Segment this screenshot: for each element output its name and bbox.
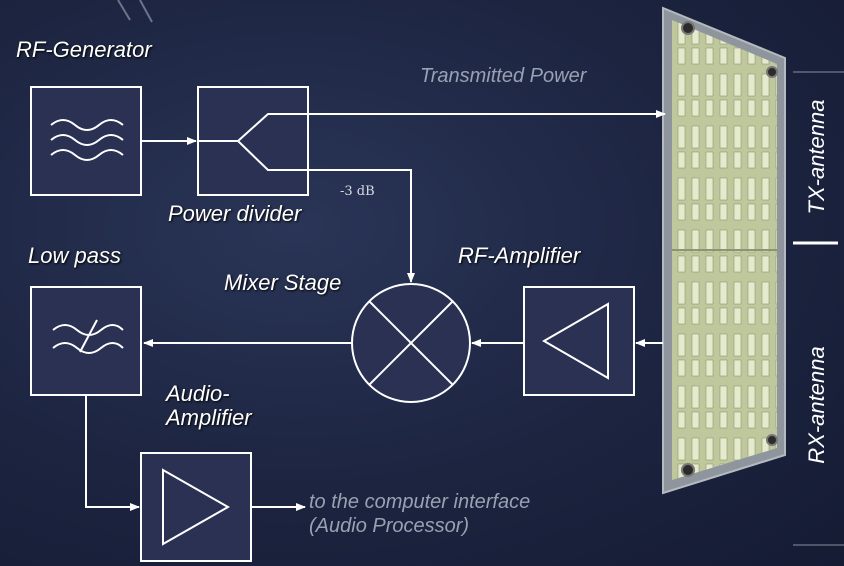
filter-icon <box>52 319 124 354</box>
sine-waves-icon <box>50 119 124 161</box>
signal-connections <box>85 110 666 511</box>
arrow-lowpass-to-audio <box>85 395 140 511</box>
mixer-block <box>351 283 471 403</box>
audio-amplifier-block <box>140 452 252 562</box>
antenna-board <box>662 6 786 495</box>
amplifier-right-icon <box>162 468 231 546</box>
low-pass-block <box>30 286 142 396</box>
splitter-icon <box>198 113 308 171</box>
minus-3db-label: -3 dB <box>340 184 375 199</box>
mixer-cross-icon <box>368 300 454 386</box>
top-decoration <box>117 0 153 23</box>
antenna-separator <box>793 71 844 546</box>
computer-interface-label: to the computer interface (Audio Process… <box>309 491 531 537</box>
transmitted-power-label: Transmitted Power <box>420 65 587 87</box>
tx-antenna-label: TX-antenna <box>804 99 829 215</box>
power-divider-label: Power divider <box>168 201 302 226</box>
audio-amplifier-label: Audio- Amplifier <box>166 381 252 430</box>
rf-generator-block <box>30 86 142 196</box>
rx-antenna-label: RX-antenna <box>804 346 829 464</box>
rf-amplifier-block <box>523 286 635 396</box>
power-divider-block <box>197 86 309 196</box>
low-pass-label: Low pass <box>28 243 121 268</box>
amplifier-left-icon <box>542 302 609 380</box>
rf-generator-label: RF-Generator <box>16 37 152 62</box>
mixer-stage-label: Mixer Stage <box>224 270 342 295</box>
rf-amplifier-label: RF-Amplifier <box>458 243 581 268</box>
arrow-divider-to-mixer <box>308 169 415 283</box>
